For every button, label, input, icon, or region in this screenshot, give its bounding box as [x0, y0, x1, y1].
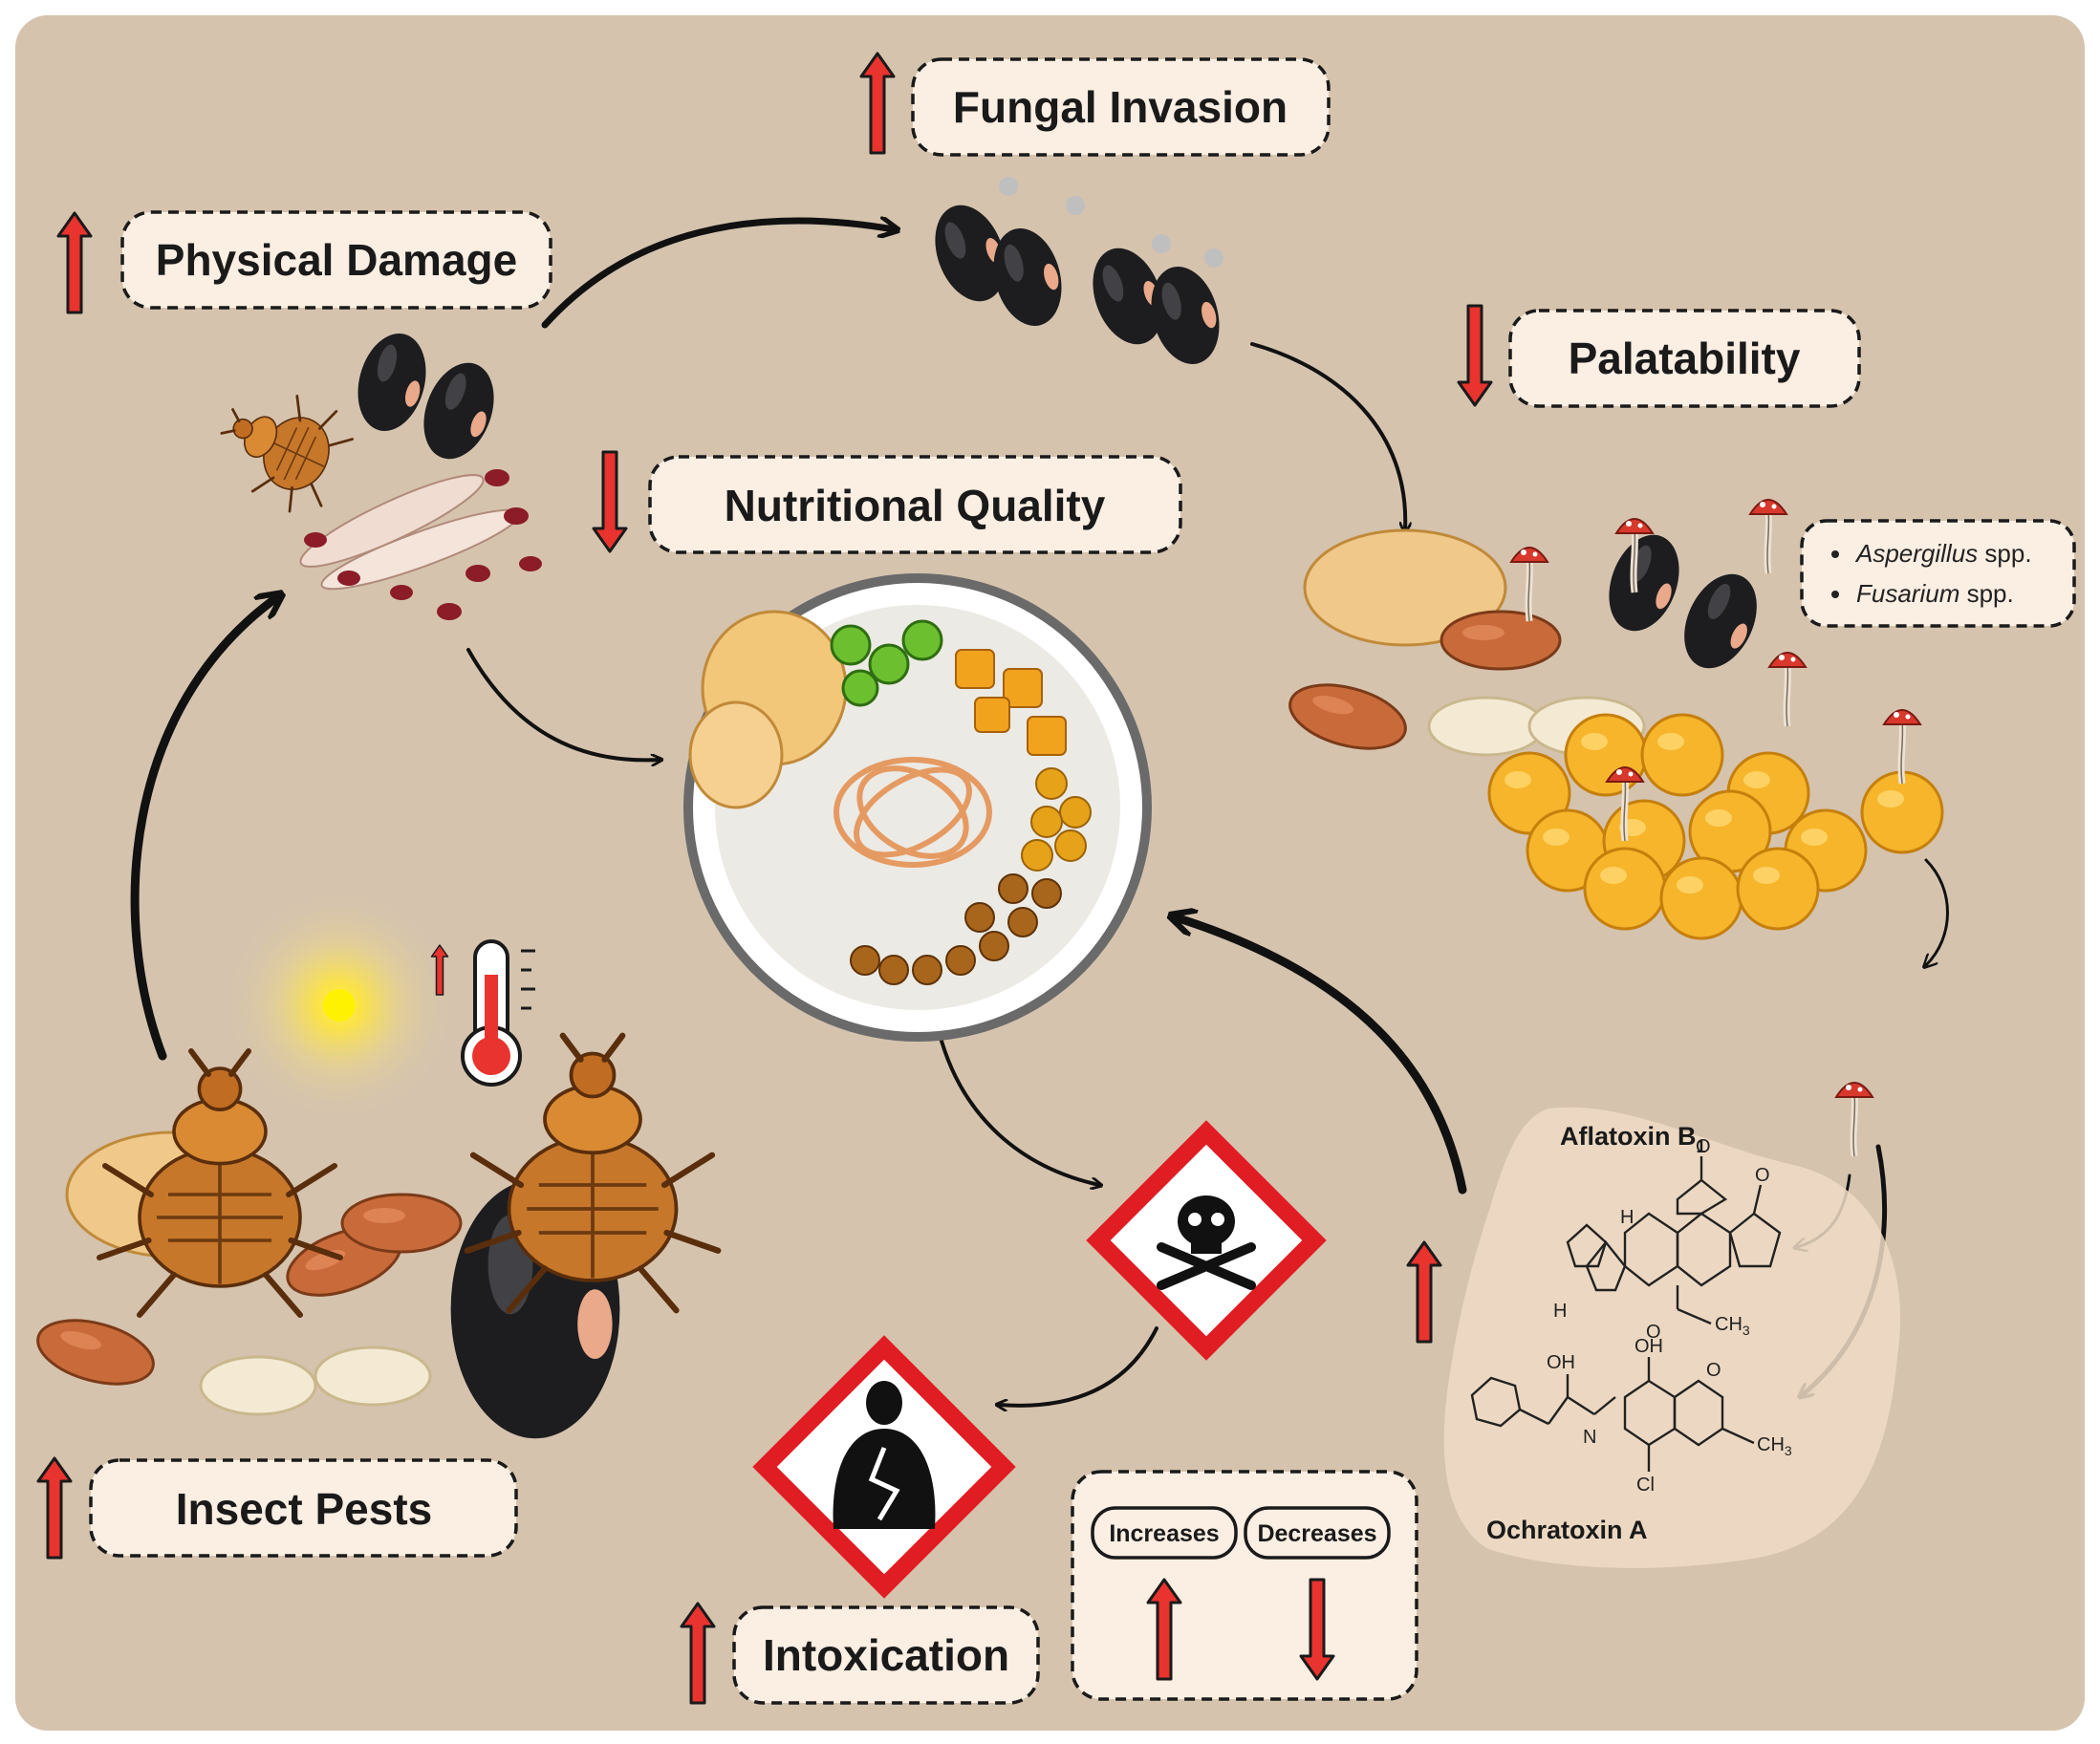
fungi-item-2: Fusarium spp.	[1856, 579, 2014, 608]
atom-o: O	[1696, 1136, 1711, 1157]
label-palatability-text: Palatability	[1569, 334, 1801, 383]
label-intoxication-text: Intoxication	[763, 1630, 1009, 1680]
aflatoxin-label: Aflatoxin B1	[1560, 1122, 1706, 1156]
fungi-list-box: Aspergillus spp. Fusarium spp.	[1800, 519, 2076, 628]
label-palatability: Palatability	[1457, 304, 1861, 408]
ochratoxin-label: Ochratoxin A	[1486, 1516, 1648, 1544]
atom-o: O	[1646, 1322, 1661, 1343]
label-intoxication: Intoxication	[680, 1602, 1040, 1705]
label-fungal-invasion-text: Fungal Invasion	[953, 82, 1288, 132]
atom-ch3: CH3	[1757, 1434, 1792, 1458]
label-nutritional-quality-text: Nutritional Quality	[725, 481, 1106, 530]
sun-icon	[220, 886, 459, 1125]
atom-n: N	[1583, 1427, 1596, 1448]
health-hazard-icon	[752, 1335, 1016, 1599]
ochratoxin-structure: OH N OH O Cl CH3	[1470, 1336, 1792, 1496]
atom-oh: OH	[1547, 1352, 1575, 1373]
mycotoxin-panel: Aflatoxin B1 O O H H O CH3	[1443, 1107, 1901, 1568]
legend-box: Increases Decreases	[1071, 1470, 1418, 1701]
atom-h: H	[1553, 1301, 1567, 1322]
fungi-item-1: Aspergillus spp.	[1854, 539, 2032, 568]
label-physical-damage: Physical Damage	[56, 210, 552, 314]
food-bowl-illustration	[683, 573, 1152, 1042]
infected-beans-illustration	[922, 177, 1230, 373]
label-insect-pests-text: Insect Pests	[176, 1484, 432, 1534]
insect-pests-illustration	[29, 1036, 718, 1439]
atom-cl: Cl	[1636, 1475, 1655, 1496]
skull-hazard-icon	[1086, 1120, 1327, 1361]
legend-decreases-label: Decreases	[1257, 1520, 1376, 1547]
moldy-grains-illustration	[1281, 500, 1944, 1156]
legend-increases-label: Increases	[1109, 1520, 1219, 1547]
label-fungal-invasion: Fungal Invasion	[859, 52, 1331, 157]
atom-o: O	[1755, 1165, 1770, 1186]
thermometer-icon	[430, 939, 535, 1087]
atom-o: O	[1706, 1360, 1721, 1381]
atom-oh: OH	[1635, 1336, 1663, 1357]
aflatoxin-structure: O O H H O CH3	[1553, 1136, 1782, 1343]
label-nutritional-quality: Nutritional Quality	[592, 450, 1182, 554]
damaged-seeds-illustration	[202, 325, 542, 620]
label-insect-pests: Insect Pests	[36, 1456, 518, 1560]
atom-h: H	[1620, 1207, 1634, 1228]
label-physical-damage-text: Physical Damage	[156, 235, 517, 285]
atom-ch3: CH3	[1715, 1314, 1750, 1338]
